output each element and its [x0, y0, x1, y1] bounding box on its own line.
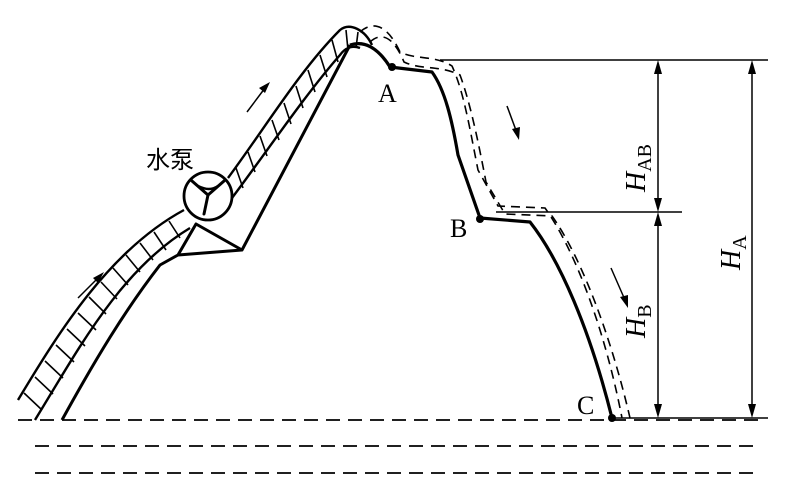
point-b-marker: [476, 215, 484, 223]
pump-icon: [182, 170, 234, 222]
point-a-label: A: [378, 79, 397, 108]
point-a-marker: [388, 63, 396, 71]
h-ab-sub: AB: [634, 144, 656, 172]
point-c-label: C: [577, 391, 594, 420]
h-b-sub: B: [634, 304, 656, 317]
h-a-main: H: [716, 248, 747, 271]
slide-track: [349, 42, 614, 419]
h-ab-label: HAB: [621, 144, 656, 193]
h-b-main: H: [621, 316, 652, 339]
svg-text:HAB: HAB: [621, 144, 656, 193]
h-a-label: HA: [716, 235, 751, 271]
water-surface: [18, 419, 760, 474]
svg-text:HB: HB: [621, 304, 656, 339]
pump-pipe: [16, 25, 374, 421]
pipe-rungs: [23, 29, 359, 411]
flow-arrows: [77, 82, 628, 308]
h-ab-main: H: [621, 170, 652, 193]
slide-water-boundary: [359, 25, 631, 419]
h-a-sub: A: [729, 235, 751, 250]
mountain-outline: [60, 44, 352, 421]
height-dimension-arrows: [654, 60, 756, 418]
pump-label: 水泵: [146, 146, 194, 174]
height-reference-lines: [440, 59, 768, 419]
svg-text:HA: HA: [716, 235, 751, 271]
point-b-label: B: [450, 214, 467, 243]
h-b-label: HB: [621, 304, 656, 339]
